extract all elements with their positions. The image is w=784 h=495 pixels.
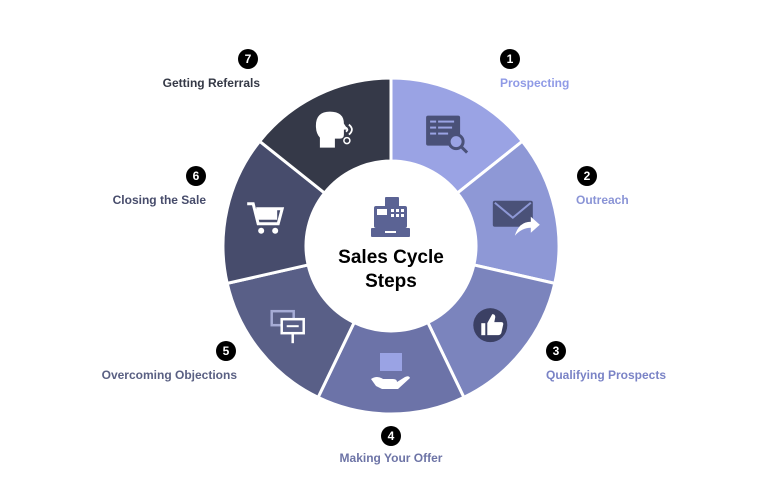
step-number-badge: 3: [546, 341, 566, 361]
step-number-badge: 2: [577, 166, 597, 186]
hand-offer-icon: [371, 353, 410, 389]
step-label-prospecting: Prospecting: [500, 76, 570, 90]
center-title: Sales Cycle Steps: [338, 246, 444, 294]
step-label-outreach: Outreach: [576, 193, 629, 207]
step-label-objections: Overcoming Objections: [101, 368, 237, 382]
thumbs-up-icon: [473, 308, 508, 343]
center-title-line1: Sales Cycle: [338, 247, 444, 268]
document-search-icon: [426, 115, 469, 154]
step-number-badge: 7: [238, 49, 258, 69]
speech-signs-icon: [270, 309, 305, 344]
step-number-badge: 6: [186, 166, 206, 186]
cash-register-icon: [371, 197, 410, 237]
step-number-badge: 1: [500, 49, 520, 69]
center-title-line2: Steps: [365, 271, 417, 292]
speaking-head-icon: [315, 111, 353, 148]
step-label-qualifying: Qualifying Prospects: [546, 368, 667, 382]
step-number-badge: 4: [381, 426, 401, 446]
step-number-badge: 5: [216, 341, 236, 361]
step-label-offer: Making Your Offer: [339, 451, 443, 465]
email-forward-icon: [492, 200, 540, 236]
step-label-closing: Closing the Sale: [112, 193, 206, 207]
center-circle: [306, 161, 476, 331]
shopping-cart-icon: [247, 202, 285, 234]
step-label-referrals: Getting Referrals: [162, 76, 260, 90]
